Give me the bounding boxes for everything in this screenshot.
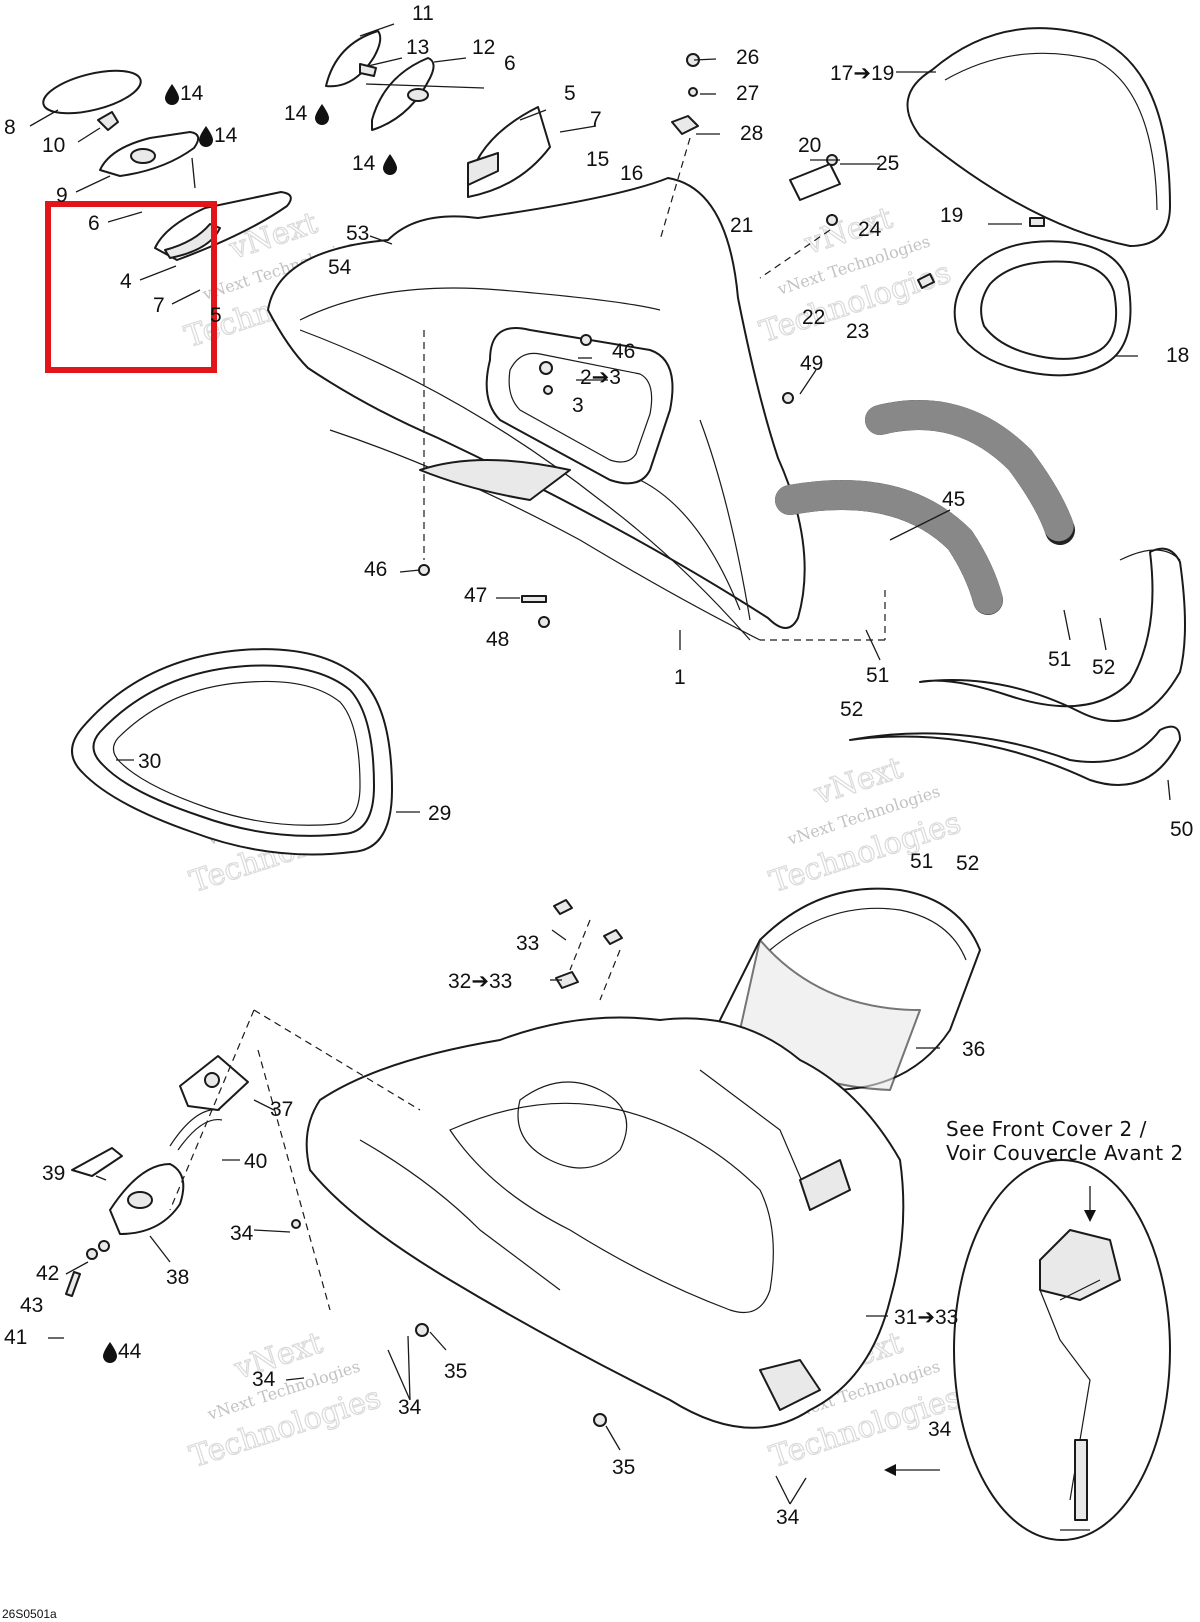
part-label-3[interactable]: 3 xyxy=(572,394,584,417)
highlight-box xyxy=(45,201,217,373)
part-label-51[interactable]: 51 xyxy=(866,664,889,687)
part-label-47[interactable]: 47 xyxy=(464,584,487,607)
part-label-22[interactable]: 22 xyxy=(802,306,825,329)
part-label-46[interactable]: 46 xyxy=(364,558,387,581)
part-label-19[interactable]: 19 xyxy=(940,204,963,227)
drop-icon xyxy=(165,84,179,105)
part-label-34[interactable]: 34 xyxy=(928,1418,952,1441)
cross-reference-note: See Front Cover 2 / Voir Couvercle Avant… xyxy=(884,1117,1184,1476)
part-labels: 8 10 14 14 9 6 4 7 5 11 13 12 14 14 6 5 … xyxy=(4,2,1193,1529)
drop-icon xyxy=(315,104,329,125)
part-label-7[interactable]: 7 xyxy=(153,294,165,317)
part-label-5[interactable]: 5 xyxy=(564,82,576,105)
part-label-52[interactable]: 52 xyxy=(840,698,863,721)
part-label-39[interactable]: 39 xyxy=(42,1162,65,1185)
part-label-37[interactable]: 37 xyxy=(270,1098,293,1121)
part-label-35[interactable]: 35 xyxy=(444,1360,467,1383)
part-label-11[interactable]: 11 xyxy=(412,2,434,25)
part-label-12[interactable]: 12 xyxy=(472,36,495,59)
vent-cover-part-17-19[interactable] xyxy=(906,27,1171,247)
part-label-34[interactable]: 34 xyxy=(398,1396,422,1419)
part-label-28[interactable]: 28 xyxy=(740,122,763,145)
part-label-51[interactable]: 51 xyxy=(910,850,933,873)
part-label-52[interactable]: 52 xyxy=(956,852,979,875)
part-label-54[interactable]: 54 xyxy=(328,256,352,279)
part-label-32-33[interactable]: 32➔33 xyxy=(448,970,512,993)
arrow-left-icon xyxy=(884,1464,896,1476)
part-label-42[interactable]: 42 xyxy=(36,1262,59,1285)
front-hood-part-1[interactable] xyxy=(267,177,806,641)
hose-part-45[interactable] xyxy=(775,400,1075,615)
part-label-5[interactable]: 5 xyxy=(210,304,222,327)
part-label-36[interactable]: 36 xyxy=(962,1038,985,1061)
part-label-7[interactable]: 7 xyxy=(590,108,602,131)
part-label-51[interactable]: 51 xyxy=(1048,648,1071,671)
part-label-40[interactable]: 40 xyxy=(244,1150,267,1173)
part-label-45[interactable]: 45 xyxy=(942,488,965,511)
part-label-34[interactable]: 34 xyxy=(230,1222,254,1245)
drop-icon xyxy=(103,1342,117,1363)
part-label-6[interactable]: 6 xyxy=(88,212,100,235)
part-label-14[interactable]: 14 xyxy=(284,102,308,125)
part-label-33[interactable]: 33 xyxy=(516,932,539,955)
drop-icon xyxy=(199,126,213,147)
part-label-21[interactable]: 21 xyxy=(730,214,753,237)
part-label-23[interactable]: 23 xyxy=(846,320,869,343)
part-label-18[interactable]: 18 xyxy=(1166,344,1189,367)
arrow-down-icon xyxy=(1084,1210,1096,1222)
part-label-52[interactable]: 52 xyxy=(1092,656,1115,679)
part-label-50[interactable]: 50 xyxy=(1170,818,1193,841)
part-label-30[interactable]: 30 xyxy=(138,750,161,773)
part-label-14[interactable]: 14 xyxy=(352,152,376,175)
front-cover-2-inset[interactable] xyxy=(953,1159,1171,1541)
part-label-15[interactable]: 15 xyxy=(586,148,609,171)
drop-icon xyxy=(383,154,397,175)
part-label-25[interactable]: 25 xyxy=(876,152,899,175)
part-label-17-19[interactable]: 17➔19 xyxy=(830,62,894,85)
part-label-29[interactable]: 29 xyxy=(428,802,451,825)
side-trim-part-50[interactable] xyxy=(849,547,1186,786)
part-label-9[interactable]: 9 xyxy=(56,184,68,207)
part-label-35[interactable]: 35 xyxy=(612,1456,635,1479)
part-label-31-33[interactable]: 31➔33 xyxy=(894,1306,958,1329)
part-label-14[interactable]: 14 xyxy=(180,82,204,105)
adhesive-drop-icons xyxy=(103,84,397,1363)
part-label-20[interactable]: 20 xyxy=(798,134,821,157)
part-label-10[interactable]: 10 xyxy=(42,134,65,157)
part-label-38[interactable]: 38 xyxy=(166,1266,189,1289)
part-label-44[interactable]: 44 xyxy=(118,1340,142,1363)
part-label-6[interactable]: 6 xyxy=(504,52,516,75)
seal-part-29[interactable] xyxy=(71,648,393,856)
note-line-1: See Front Cover 2 / xyxy=(946,1117,1147,1141)
part-label-13[interactable]: 13 xyxy=(406,36,429,59)
part-label-43[interactable]: 43 xyxy=(20,1294,43,1317)
part-label-34[interactable]: 34 xyxy=(776,1506,800,1529)
seal-part-18[interactable] xyxy=(953,240,1132,377)
part-label-53[interactable]: 53 xyxy=(346,222,369,245)
leader-lines xyxy=(29,23,1171,1505)
part-label-4[interactable]: 4 xyxy=(120,270,132,293)
part-label-49[interactable]: 49 xyxy=(800,352,823,375)
assembly-lines xyxy=(169,137,886,1311)
part-label-26[interactable]: 26 xyxy=(736,46,759,69)
figure-code: 26S0501a xyxy=(2,1607,57,1621)
frame-part-31-33[interactable] xyxy=(305,1016,905,1429)
part-label-34[interactable]: 34 xyxy=(252,1368,276,1391)
part-label-2-3[interactable]: 2➔3 xyxy=(580,366,621,389)
part-label-8[interactable]: 8 xyxy=(4,116,16,139)
latch-assembly-37-44[interactable] xyxy=(65,1055,249,1297)
part-label-27[interactable]: 27 xyxy=(736,82,759,105)
part-label-16[interactable]: 16 xyxy=(620,162,643,185)
part-label-1[interactable]: 1 xyxy=(674,666,686,689)
part-label-48[interactable]: 48 xyxy=(486,628,509,651)
hardware-fasteners xyxy=(291,53,1045,1427)
part-label-24[interactable]: 24 xyxy=(858,218,882,241)
note-line-2: Voir Couvercle Avant 2 xyxy=(946,1141,1184,1165)
part-label-41[interactable]: 41 xyxy=(4,1326,27,1349)
part-label-46[interactable]: 46 xyxy=(612,340,635,363)
part-label-14[interactable]: 14 xyxy=(214,124,238,147)
mirror-left-assembly[interactable] xyxy=(39,62,292,261)
mirror-center-assembly[interactable] xyxy=(325,30,551,198)
